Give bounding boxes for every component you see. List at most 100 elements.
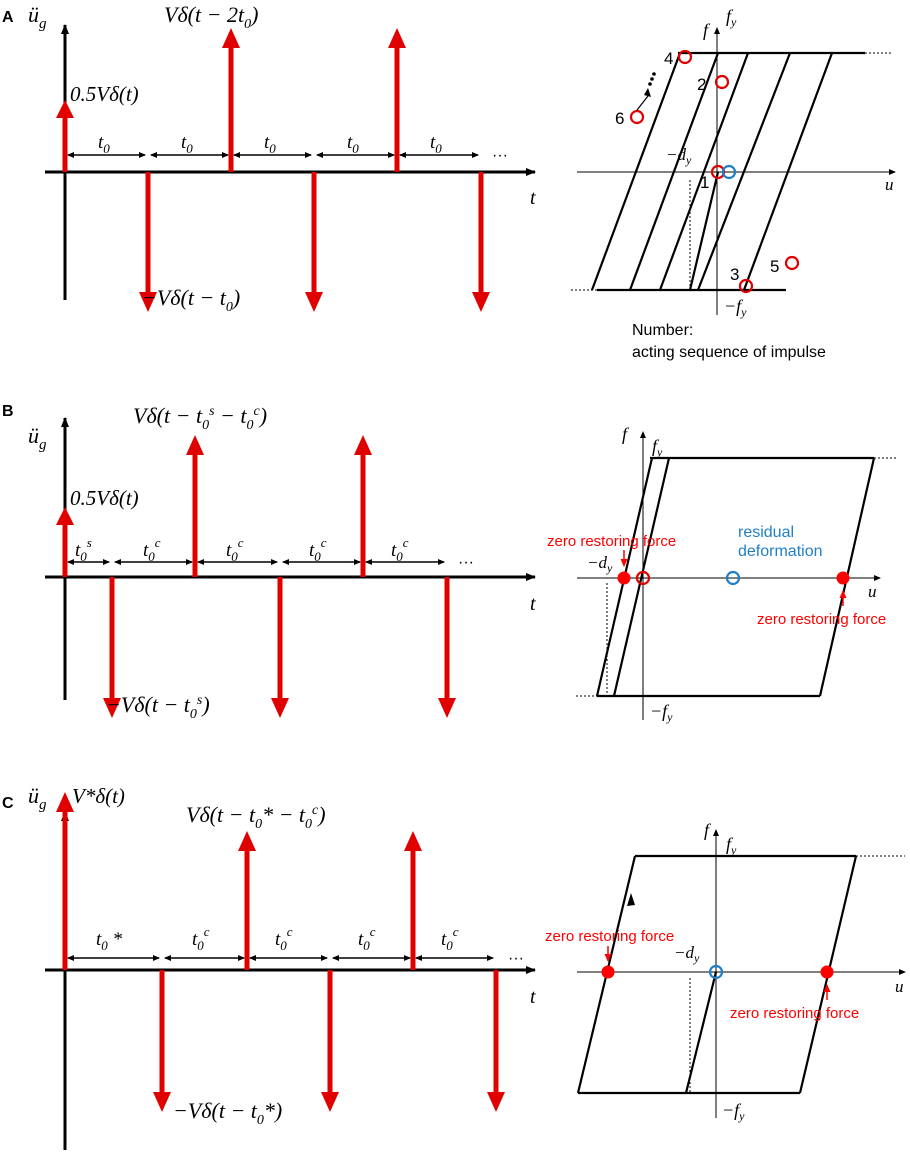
seq-dot	[652, 72, 656, 76]
panel-c-hysteresis: zero restoring force zero restoring forc…	[545, 820, 906, 1123]
interval-label: t0c	[226, 535, 244, 564]
seq-number: 2	[697, 75, 706, 94]
impulse-head	[388, 28, 406, 48]
hyst-neg-fy-label: −fy	[724, 296, 747, 319]
impulse-head	[238, 831, 256, 851]
panel-c-ellipsis: ···	[508, 950, 524, 967]
impulse-head	[103, 698, 121, 718]
interval-label: t0c	[391, 535, 409, 564]
hyst-fy-label: fy	[726, 834, 737, 857]
impulse-head	[321, 1092, 339, 1112]
zero-force-label: zero restoring force	[547, 533, 676, 550]
caption-line-1: Number:	[632, 322, 693, 339]
interval-label: t0	[98, 132, 110, 156]
hyst-u-label: u	[895, 977, 904, 996]
zero-force-label: zero restoring force	[730, 1005, 859, 1022]
seq-arrow-head	[644, 88, 651, 97]
interval-label: t0	[430, 132, 442, 156]
hyst-branch	[612, 457, 671, 697]
hyst-neg-dy-label: −dy	[587, 553, 613, 575]
hyst-u-label: u	[885, 175, 894, 194]
panel-b-ellipsis: ···	[458, 554, 474, 571]
seq-arrow	[636, 95, 649, 111]
panel-c-letter: C	[2, 795, 14, 812]
panel-a: A üg t t0	[2, 2, 896, 361]
seq-number: 6	[615, 109, 624, 128]
zero-force-label: zero restoring force	[757, 611, 886, 628]
seq-number: 4	[664, 49, 673, 68]
seq-circle-6	[629, 109, 645, 125]
panel-a-letter: A	[2, 9, 14, 26]
residual-circle	[721, 164, 737, 180]
zero-force-dot	[836, 571, 850, 585]
hyst-branch	[684, 971, 718, 1094]
zero-force-dot	[601, 965, 615, 979]
hyst-neg-dy-label: −dy	[674, 943, 700, 965]
seq-number: 1	[700, 173, 709, 192]
interval-label: t0c	[358, 924, 376, 953]
impulse-head	[438, 698, 456, 718]
hyst-neg-fy-label: −fy	[722, 1100, 745, 1123]
impulse-head	[222, 28, 240, 48]
interval-label: t0	[264, 132, 276, 156]
hyst-fy-label: fy	[726, 6, 737, 29]
panel-b-first-impulse-label: 0.5Vδ(t)	[70, 486, 139, 510]
seq-number: 3	[730, 265, 739, 284]
hyst-f-label: f	[704, 820, 712, 840]
panel-c-down-impulse-label: −Vδ(t − t0*)	[173, 1098, 282, 1128]
panel-b-hysteresis: zero restoring force zero restoring forc…	[547, 424, 896, 724]
zero-force-dot	[820, 965, 834, 979]
hyst-f-label: f	[622, 424, 630, 444]
panel-c: C üg t t0 * t0c t	[2, 783, 906, 1150]
direction-arrow	[627, 893, 635, 906]
seq-dot	[648, 82, 652, 86]
hyst-neg-dy-label: −dy	[666, 145, 692, 167]
impulse-head	[153, 1092, 171, 1112]
interval-label: t0c	[441, 924, 459, 953]
panel-b-accel-label: üg	[28, 423, 47, 453]
seq-circle-4	[677, 49, 693, 65]
interval-label: t0c	[275, 924, 293, 953]
residual-label: deformation	[738, 543, 823, 560]
impulse-head	[271, 698, 289, 718]
interval-label: t0c	[143, 535, 161, 564]
panel-a-hysteresis: 1 2 3 4 5 6 f fy u −dy −fy Number: actin…	[571, 6, 896, 361]
hyst-u-label: u	[868, 582, 877, 601]
panel-b-letter: B	[2, 403, 14, 420]
hyst-f-label: f	[703, 20, 711, 40]
hyst-branch	[658, 52, 750, 291]
interval-label: t0 *	[96, 929, 123, 953]
panel-b-up-impulse-label: Vδ(t − t0s − t0c)	[133, 403, 267, 433]
panel-a-down-impulse-label: −Vδ(t − t0)	[142, 285, 240, 315]
impulse-head	[404, 831, 422, 851]
residual-label: residual	[738, 524, 794, 541]
impulse-head	[56, 792, 74, 812]
panel-a-ellipsis: ···	[492, 147, 508, 164]
seq-dot	[650, 77, 654, 81]
hyst-branch	[628, 52, 720, 291]
residual-circle	[708, 964, 724, 980]
impulse-head	[487, 1092, 505, 1112]
seq-circle-5	[784, 255, 800, 271]
panel-a-up-impulse-label: Vδ(t − 2t0)	[164, 2, 258, 32]
impulse-head	[139, 292, 157, 312]
hyst-branch	[688, 171, 720, 291]
seq-circle-2	[714, 74, 730, 90]
impulse-head	[56, 100, 74, 118]
interval-label: t0s	[75, 535, 92, 564]
impulse-head	[186, 435, 204, 455]
interval-label: t0c	[309, 535, 327, 564]
zero-force-dot	[617, 571, 631, 585]
hyst-neg-fy-label: −fy	[650, 701, 673, 724]
panel-a-time-label: t	[530, 187, 536, 209]
hyst-branch	[742, 52, 834, 291]
panel-b-down-impulse-label: −Vδ(t − t0s)	[106, 692, 210, 722]
panel-c-accel-label: üg	[28, 783, 47, 813]
seq-circle-3	[738, 278, 754, 294]
interval-label: t0	[347, 132, 359, 156]
panel-c-first-impulse-label: V*δ(t)	[72, 784, 125, 808]
hyst-branch	[590, 52, 682, 291]
impulse-head	[305, 292, 323, 312]
